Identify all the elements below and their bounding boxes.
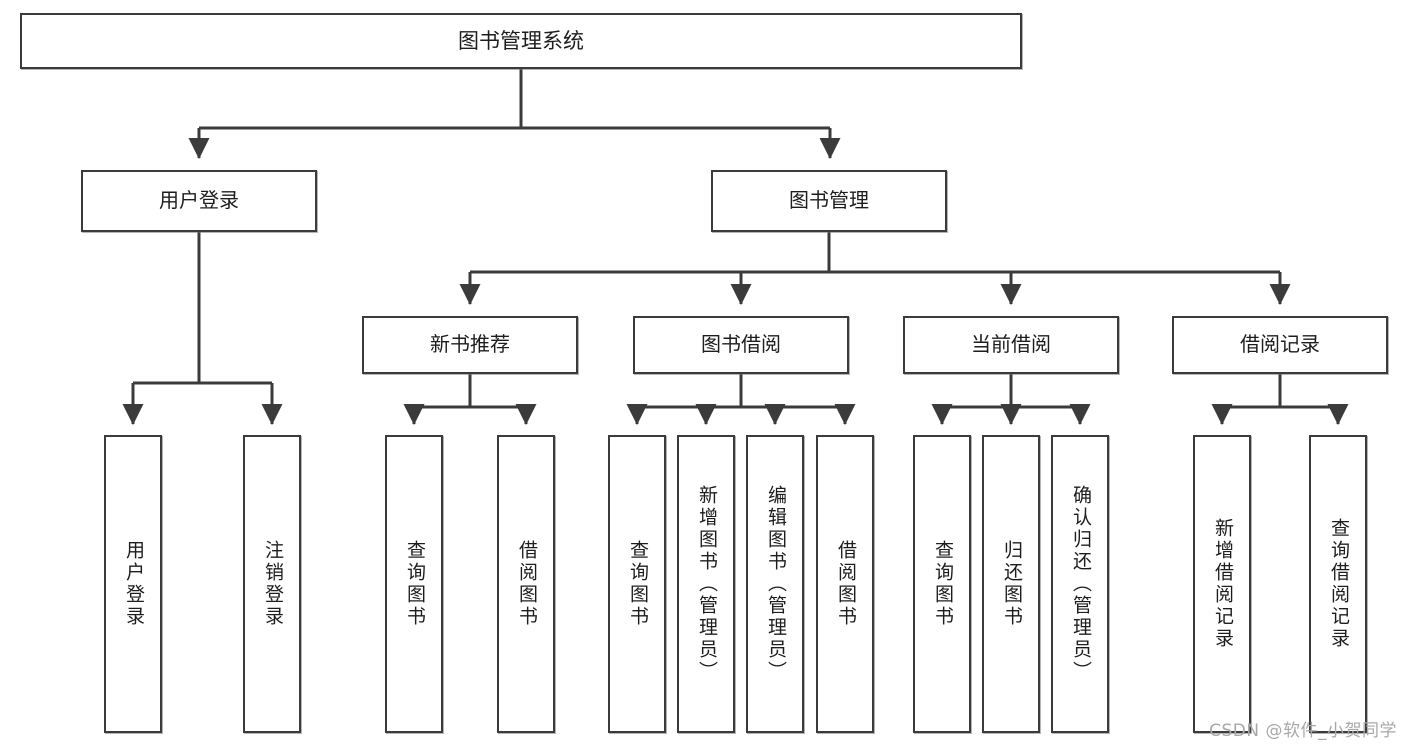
node-label: 注销登录 — [261, 540, 284, 628]
node-label: 图书管理系统 — [458, 28, 584, 53]
node-label: 图书借阅 — [701, 332, 781, 357]
node-new-book-recommend[interactable]: 新书推荐 — [362, 316, 578, 374]
node-label: 编辑图书（管理员） — [764, 485, 787, 683]
node-label: 查询图书 — [626, 540, 649, 628]
node-label: 借阅图书 — [834, 540, 857, 628]
node-label: 图书管理 — [789, 188, 869, 213]
leaf-return-book[interactable]: 归还图书 — [982, 435, 1040, 733]
node-label: 新增图书（管理员） — [695, 485, 718, 683]
node-root-system[interactable]: 图书管理系统 — [20, 13, 1022, 69]
node-label: 查询图书 — [403, 540, 426, 628]
node-label: 借阅图书 — [515, 540, 538, 628]
leaf-edit-book-admin[interactable]: 编辑图书（管理员） — [746, 435, 804, 733]
csdn-watermark: CSDN @软件_小贺同学 — [1209, 721, 1397, 741]
leaf-query-borrow-record[interactable]: 查询借阅记录 — [1309, 435, 1367, 733]
leaf-add-book-admin[interactable]: 新增图书（管理员） — [677, 435, 735, 733]
node-label: 查询图书 — [931, 540, 954, 628]
leaf-query-book-current[interactable]: 查询图书 — [913, 435, 971, 733]
node-current-borrow[interactable]: 当前借阅 — [903, 316, 1119, 374]
node-label: 查询借阅记录 — [1327, 518, 1350, 650]
node-book-manage[interactable]: 图书管理 — [711, 170, 947, 232]
leaf-borrow-book-recommend[interactable]: 借阅图书 — [497, 435, 555, 733]
node-label: 当前借阅 — [971, 332, 1051, 357]
node-label: 用户登录 — [159, 188, 239, 213]
node-book-borrow[interactable]: 图书借阅 — [633, 316, 849, 374]
node-label: 新增借阅记录 — [1211, 518, 1234, 650]
leaf-query-book-borrow[interactable]: 查询图书 — [608, 435, 666, 733]
leaf-user-login[interactable]: 用户登录 — [104, 435, 162, 733]
node-label: 归还图书 — [1000, 540, 1023, 628]
node-label: 新书推荐 — [430, 332, 510, 357]
node-label: 借阅记录 — [1240, 332, 1320, 357]
node-user-login[interactable]: 用户登录 — [81, 170, 317, 232]
node-label: 确认归还（管理员） — [1069, 485, 1092, 683]
node-borrow-record[interactable]: 借阅记录 — [1172, 316, 1388, 374]
leaf-borrow-book[interactable]: 借阅图书 — [816, 435, 874, 733]
leaf-add-borrow-record[interactable]: 新增借阅记录 — [1193, 435, 1251, 733]
leaf-user-logout[interactable]: 注销登录 — [243, 435, 301, 733]
leaf-confirm-return-admin[interactable]: 确认归还（管理员） — [1051, 435, 1109, 733]
leaf-query-book-recommend[interactable]: 查询图书 — [385, 435, 443, 733]
node-label: 用户登录 — [122, 540, 145, 628]
